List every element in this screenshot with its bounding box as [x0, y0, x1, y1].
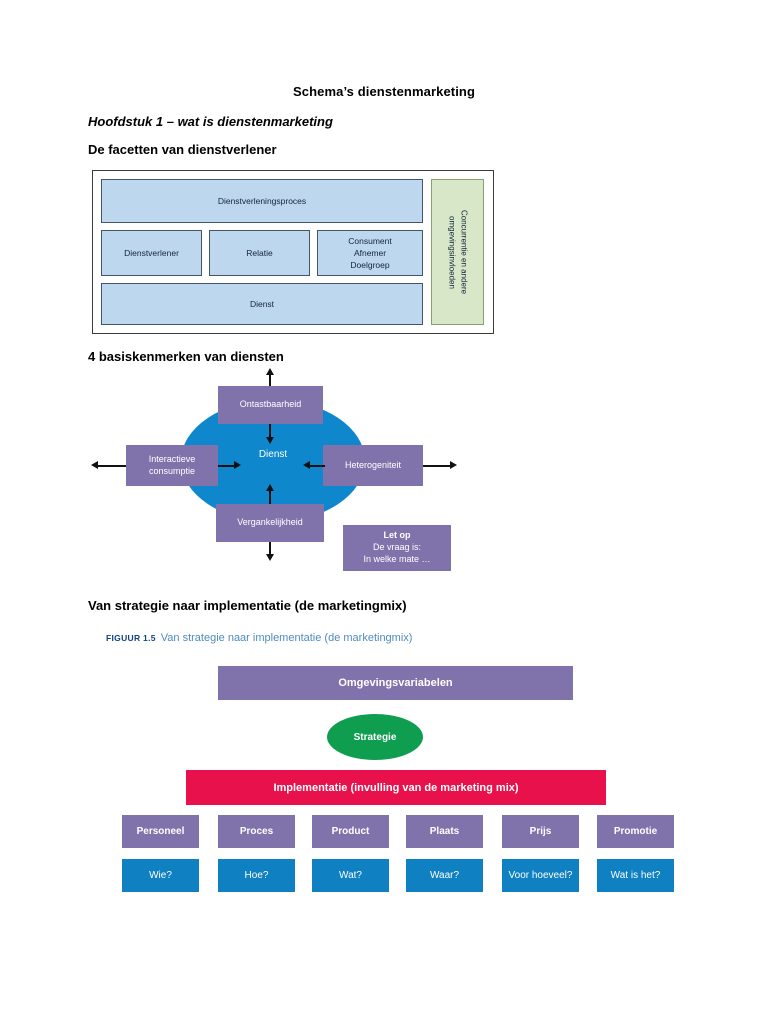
- figure1-box-dienstverleningsproces: Dienstverleningsproces: [101, 179, 423, 223]
- figure3-q-label: Voor hoeveel?: [502, 859, 579, 892]
- figure3-p-label: Product: [312, 815, 389, 848]
- figure2-box-vergankelijkheid: Vergankelijkheid: [216, 504, 324, 542]
- figure2-box-interactieve-consumptie: Interactieve consumptie: [126, 445, 218, 486]
- figure3-p-label: Personeel: [122, 815, 199, 848]
- figure2-arrow-bottom-outer-head: [265, 554, 274, 561]
- figure-4-basiskenmerken: Dienst Ontastbaarheid Interactieve consu…: [88, 368, 468, 588]
- figure1-box-omgevingsinvloeden: Concurrentie en andere omgevingsinvloede…: [431, 179, 484, 325]
- figure2-label-dienst: Dienst: [258, 449, 288, 460]
- figure2-note-line2: In welke mate …: [363, 554, 431, 565]
- figure3-title: Van strategie naar implementatie (de mar…: [160, 632, 413, 644]
- figure1-consument-label: Consument Afnemer Doelgroep: [348, 235, 392, 271]
- figure3-column-proces: Proces Hoe?: [218, 815, 295, 892]
- figure3-q-label: Wie?: [122, 859, 199, 892]
- figure2-arrow-bottom-inner-line: [269, 490, 271, 504]
- figure2-box-heterogeniteit: Heterogeniteit: [323, 445, 423, 486]
- figure2-arrow-right-inner-head: [303, 461, 310, 469]
- figure2-arrow-right-outer-line: [423, 464, 451, 467]
- figure3-q-label: Waar?: [406, 859, 483, 892]
- section-heading-basiskenmerken: 4 basiskenmerken van diensten: [88, 349, 284, 364]
- figure1-box-dienstverlener: Dienstverlener: [101, 230, 202, 276]
- figure3-p-label: Prijs: [502, 815, 579, 848]
- figure3-bar-implementatie: Implementatie (invulling van de marketin…: [186, 770, 606, 805]
- figure2-arrow-top-outer-head: [265, 368, 274, 375]
- chapter-heading: Hoofdstuk 1 – wat is dienstenmarketing: [88, 114, 333, 129]
- figure2-arrow-left-inner-head: [234, 461, 241, 469]
- figure2-arrow-top-inner-head: [265, 437, 274, 444]
- figure2-arrow-left-outer-line: [98, 464, 126, 467]
- figure2-arrow-left-outer-head: [91, 461, 98, 469]
- figure2-arrow-left-inner-line: [218, 464, 235, 467]
- figure-1-5-marketingmix: FIGUUR 1.5 Van strategie naar implementat…: [68, 620, 700, 907]
- figure2-box-ontastbaarheid: Ontastbaarheid: [218, 386, 323, 424]
- figure2-note-let-op: Let op De vraag is: In welke mate …: [343, 525, 451, 571]
- figure2-arrow-right-inner-line: [309, 464, 325, 467]
- figure1-box-consument: Consument Afnemer Doelgroep: [317, 230, 423, 276]
- figure-facetten-van-dienstverlener: Dienstverleningsproces Dienstverlener Re…: [92, 170, 494, 334]
- figure2-arrow-bottom-inner-head: [265, 484, 274, 491]
- figure3-q-label: Wat?: [312, 859, 389, 892]
- figure3-number: FIGUUR 1.5: [106, 633, 156, 643]
- figure2-arrow-bottom-outer-line: [269, 542, 271, 555]
- section-heading-marketingmix: Van strategie naar implementatie (de mar…: [88, 598, 407, 613]
- figure2-note-title: Let op: [383, 530, 411, 540]
- section-heading-facetten: De facetten van dienstverlener: [88, 142, 277, 157]
- figure2-arrow-right-outer-head: [450, 461, 457, 469]
- figure3-caption: FIGUUR 1.5 Van strategie naar implementat…: [106, 632, 412, 644]
- figure1-omgevingsinvloeden-label: Concurrentie en andere omgevingsinvloede…: [447, 209, 469, 295]
- figure3-p-label: Proces: [218, 815, 295, 848]
- figure3-column-promotie: Promotie Wat is het?: [597, 815, 674, 892]
- page-title: Schema’s dienstenmarketing: [292, 84, 476, 99]
- figure3-q-label: Wat is het?: [597, 859, 674, 892]
- figure3-bar-omgevingsvariabelen: Omgevingsvariabelen: [218, 666, 573, 700]
- figure1-box-relatie: Relatie: [209, 230, 310, 276]
- figure1-box-dienst: Dienst: [101, 283, 423, 325]
- figure3-p-label: Promotie: [597, 815, 674, 848]
- figure2-note-line1: De vraag is:: [372, 542, 422, 553]
- figure3-column-personeel: Personeel Wie?: [122, 815, 199, 892]
- figure3-column-product: Product Wat?: [312, 815, 389, 892]
- figure3-q-label: Hoe?: [218, 859, 295, 892]
- figure2-arrow-top-outer-line: [269, 375, 271, 387]
- figure3-ellipse-strategie: Strategie: [327, 714, 423, 760]
- figure3-column-plaats: Plaats Waar?: [406, 815, 483, 892]
- figure3-column-prijs: Prijs Voor hoeveel?: [502, 815, 579, 892]
- figure2-arrow-top-inner-line: [269, 424, 271, 438]
- figure3-p-label: Plaats: [406, 815, 483, 848]
